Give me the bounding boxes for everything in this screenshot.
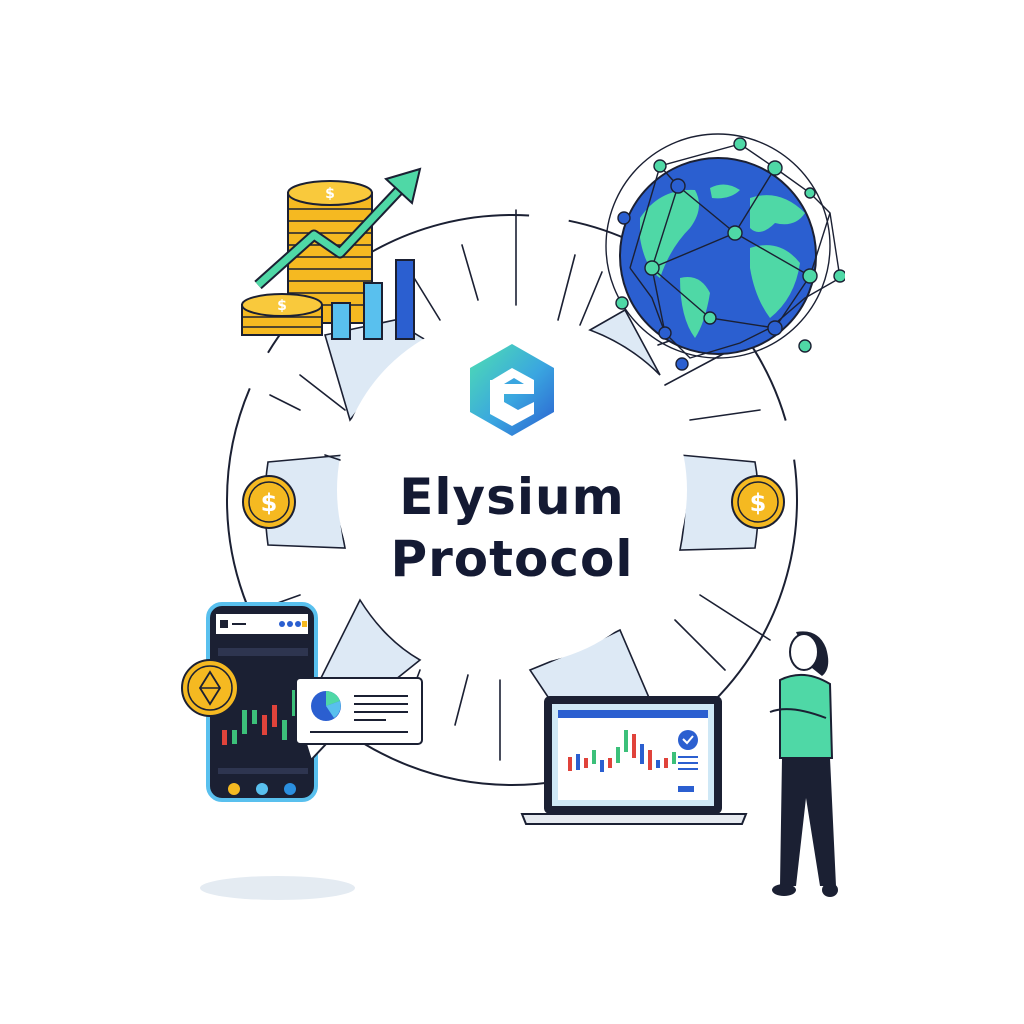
hub-sectors [264,308,760,701]
person-standing-icon [769,631,838,897]
ground-shadow-left [200,876,355,900]
dollar-coin-left-icon: $ [242,475,296,529]
dollar-coin-right-icon: $ [731,475,785,529]
chat-bubble-pie-chart [295,677,423,762]
title-line-2: Protocol [390,530,634,588]
elysium-logo-icon [470,344,554,436]
globe-network-icon [605,133,845,371]
ethereum-coin-icon [181,659,239,717]
title-line-1: Elysium [399,468,625,526]
svg-text:$: $ [261,489,278,517]
svg-text:$: $ [325,186,335,202]
coin-stack-growth-chart-icon: $ $ [241,167,422,340]
svg-text:$: $ [277,298,287,314]
svg-text:$: $ [750,489,767,517]
mobile-trading-app-icon [181,602,423,802]
laptop-trading-dashboard-icon [520,696,748,825]
inner-disk [337,315,687,665]
outer-ring [226,214,798,786]
checkmark-badge-icon [678,730,698,750]
